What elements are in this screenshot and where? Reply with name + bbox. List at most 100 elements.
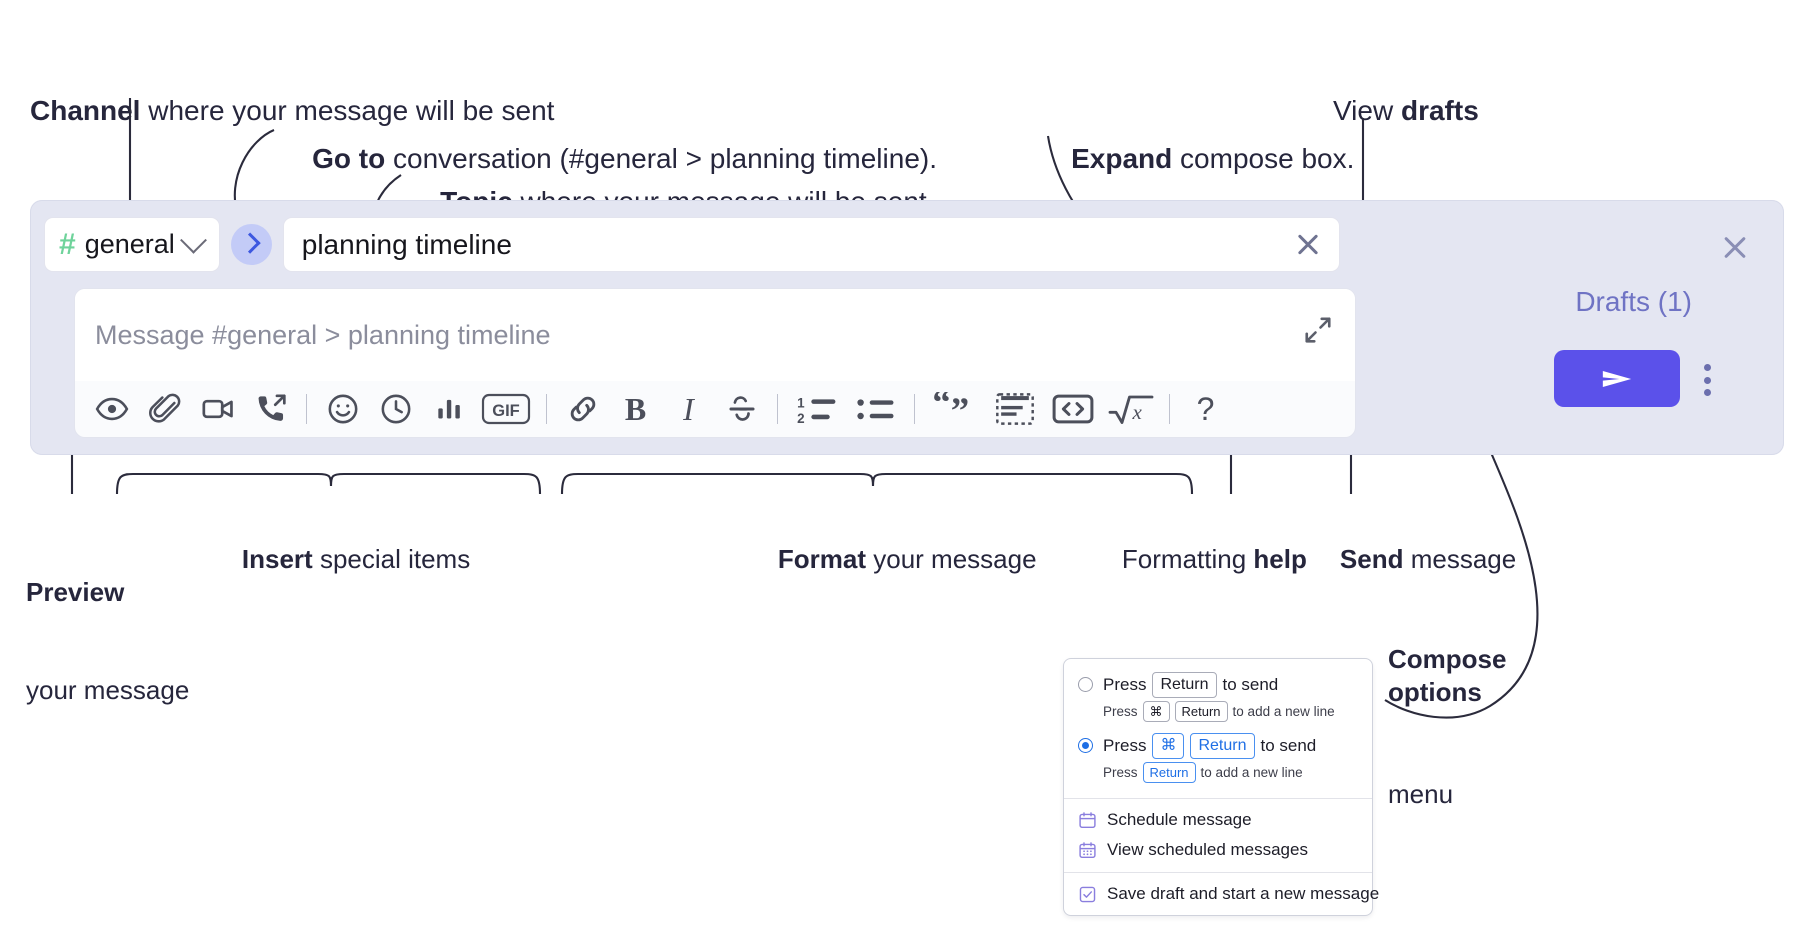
brace-format (560, 472, 1194, 495)
annotation-insert-rest: special items (312, 543, 471, 574)
annotation-channel-rest: where your message will be sent (140, 94, 555, 126)
annotation-expand: Expand compose box. (1040, 106, 1354, 212)
annotation-goto-bold: Go to (312, 143, 386, 175)
gif-icon[interactable]: GIF (475, 386, 537, 432)
key-command: ⌘ (1142, 701, 1170, 722)
toolbar-separator (306, 393, 307, 424)
topic-value: planning timeline (301, 228, 512, 260)
help-label: ? (1196, 390, 1215, 427)
toolbar-separator (914, 393, 915, 424)
brace-insert (115, 472, 542, 495)
attachment-icon[interactable] (138, 386, 191, 432)
annotation-insert-bold: Insert (241, 543, 313, 574)
channel-name: general (84, 229, 175, 259)
send-option-sub-pre: Press (1103, 704, 1138, 719)
poll-icon[interactable] (422, 386, 475, 432)
send-option-pre: Press (1103, 675, 1147, 694)
video-icon[interactable] (191, 386, 244, 432)
compose-widget: # general planning timeline Message #gen… (30, 200, 1784, 455)
hash-icon: # (59, 227, 76, 261)
message-placeholder: Message #general > planning timeline (95, 319, 551, 350)
menu-item-schedule-message[interactable]: Schedule message (1064, 805, 1372, 835)
expand-icon[interactable] (1303, 315, 1333, 345)
bulleted-list-icon[interactable] (847, 386, 905, 432)
help-icon[interactable]: ? (1179, 386, 1232, 432)
svg-text:x: x (1132, 399, 1143, 423)
svg-text:GIF: GIF (492, 402, 520, 420)
key-command: ⌘ (1152, 733, 1185, 759)
send-option-sub-post: to add a new line (1232, 704, 1335, 719)
svg-text:2: 2 (797, 411, 804, 426)
channel-picker[interactable]: # general (44, 217, 220, 272)
key-return: Return (1152, 672, 1217, 698)
dot (1703, 376, 1711, 384)
annotation-format-rest: your message (866, 543, 1037, 574)
drafts-link[interactable]: Drafts (1) (1575, 286, 1692, 317)
code-block-icon[interactable] (986, 386, 1044, 432)
format-toolbar: GIF B I (75, 380, 1355, 437)
send-button[interactable] (1554, 350, 1680, 407)
annotation-drafts-pre: View (1333, 94, 1401, 126)
goto-conversation-button[interactable] (230, 224, 272, 265)
annotation-insert: Insert special items (213, 510, 470, 608)
close-icon[interactable] (1720, 232, 1750, 262)
send-option-sub-post: to add a new line (1200, 765, 1303, 780)
dot (1703, 389, 1711, 396)
send-option-post: to send (1222, 675, 1279, 694)
preview-icon[interactable] (85, 386, 138, 432)
toolbar-separator (1169, 393, 1170, 424)
svg-text:”: ” (951, 392, 969, 426)
bold-label: B (624, 390, 647, 427)
call-icon[interactable] (244, 386, 297, 432)
italic-icon[interactable]: I (662, 386, 715, 432)
send-option-sub: Press ⌘ Return to add a new line (1103, 701, 1335, 722)
annotation-goto: Go to conversation (#general > planning … (281, 106, 937, 212)
annotation-drafts-bold: drafts (1400, 94, 1479, 126)
link-icon[interactable] (556, 386, 609, 432)
calendar-grid-icon (1079, 841, 1096, 858)
menu-item-label: Save draft and start a new message (1107, 884, 1380, 903)
message-input[interactable]: Message #general > planning timeline (75, 289, 1355, 381)
bold-icon[interactable]: B (609, 386, 662, 432)
toolbar-separator (777, 393, 778, 424)
dot (1703, 364, 1711, 371)
annotation-channel-bold: Channel (30, 94, 141, 126)
close-icon[interactable] (1293, 230, 1323, 260)
math-icon[interactable]: x (1102, 386, 1160, 432)
send-option-main: Press ⌘ Return to send (1103, 733, 1316, 759)
annotation-preview-bold: Preview (26, 576, 125, 607)
key-return: Return (1190, 733, 1255, 759)
blockquote-icon[interactable]: “ ” (924, 386, 986, 432)
send-option-pre: Press (1103, 736, 1147, 755)
annotation-format-bold: Format (777, 543, 867, 574)
message-card: Message #general > planning timeline (74, 288, 1356, 438)
topic-field[interactable]: planning timeline (282, 217, 1340, 272)
annotation-send-bold: Send (1339, 543, 1404, 574)
inline-code-icon[interactable] (1044, 386, 1102, 432)
italic-label: I (683, 390, 694, 427)
compose-options-button[interactable] (1690, 360, 1724, 400)
annotation-format: Format your message (749, 510, 1037, 608)
compose-header-row: # general planning timeline (44, 217, 1340, 272)
emoji-icon[interactable] (316, 386, 369, 432)
compose-options-menu: Press Return to send Press ⌘ Return to a… (1063, 658, 1379, 916)
menu-item-label: Schedule message (1107, 810, 1252, 829)
annotation-preview: Preview your message (26, 510, 189, 772)
send-option-sub-pre: Press (1103, 765, 1138, 780)
clock-icon[interactable] (369, 386, 422, 432)
menu-divider (1064, 872, 1372, 873)
radio-button-selected[interactable] (1078, 738, 1093, 753)
chevron-right-icon (239, 232, 261, 254)
annotation-expand-rest: compose box. (1172, 143, 1355, 175)
strikethrough-icon[interactable] (715, 386, 768, 432)
ordered-list-icon[interactable]: 1 2 (787, 386, 847, 432)
radio-button[interactable] (1078, 677, 1093, 692)
annotation-help-bold: help (1253, 543, 1307, 574)
menu-item-view-scheduled[interactable]: View scheduled messages (1064, 835, 1372, 865)
send-option-return[interactable]: Press Return to send Press ⌘ Return to a… (1064, 669, 1372, 730)
menu-item-save-draft[interactable]: Save draft and start a new message (1064, 879, 1379, 909)
send-option-cmd-return[interactable]: Press ⌘ Return to send Press Return to a… (1064, 730, 1372, 791)
annotation-expand-bold: Expand (1071, 143, 1173, 175)
